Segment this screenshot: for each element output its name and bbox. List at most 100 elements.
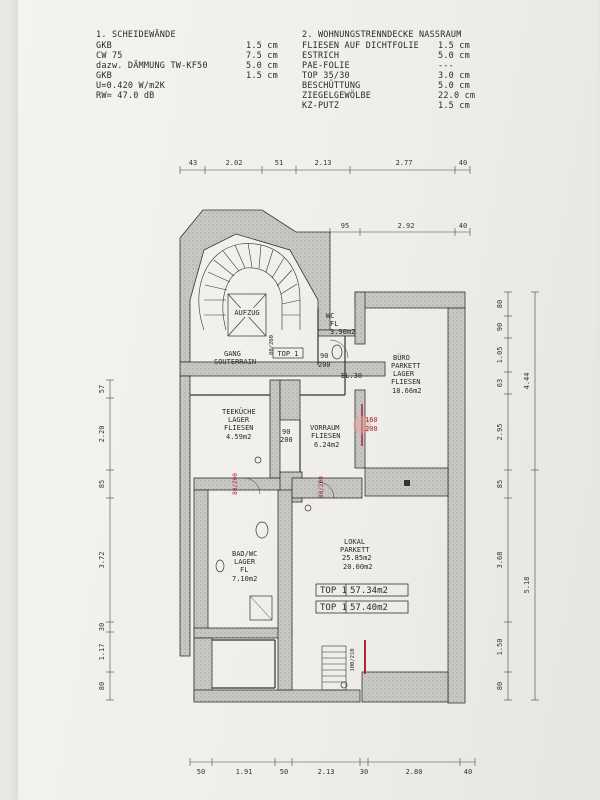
dim-text: 90 bbox=[496, 323, 504, 331]
door-swing bbox=[243, 477, 261, 495]
toilet-icon bbox=[255, 521, 269, 539]
legend-key: CW 75 bbox=[96, 51, 123, 61]
area-total-box bbox=[315, 583, 409, 597]
dim-text: 43 bbox=[189, 159, 197, 167]
legend-key: RW= 47.0 dB bbox=[96, 91, 155, 101]
vent-icon bbox=[304, 504, 312, 512]
legend-key: GKB bbox=[96, 41, 112, 51]
legend-key: dazw. DÄMMUNG TW-KF50 bbox=[96, 61, 208, 71]
dim-text: 40 bbox=[459, 222, 467, 230]
vorraum-label: VORRAUM bbox=[310, 424, 340, 432]
top-tag-box bbox=[272, 347, 304, 359]
gang-sub: SOUTERRAIN bbox=[214, 358, 256, 366]
dim-text: 80 bbox=[98, 682, 106, 690]
legend-key: U=0.420 W/m2K bbox=[96, 81, 166, 91]
door-label: 80/200 bbox=[232, 473, 239, 495]
dim-text: 51 bbox=[275, 159, 283, 167]
dim-text: 1.17 bbox=[98, 644, 106, 661]
legend-value: 5.0 cm bbox=[438, 51, 470, 61]
buero-floor: PARKETT bbox=[391, 362, 421, 370]
buero-label: BÜRO bbox=[393, 353, 410, 362]
legend-value: 1.5 cm bbox=[438, 41, 470, 51]
door-swing bbox=[317, 481, 335, 499]
el-label: EL.30 bbox=[341, 372, 362, 380]
dim-text: 40 bbox=[464, 768, 472, 776]
door-height: 200 bbox=[280, 436, 293, 444]
legend-value: 7.5 cm bbox=[246, 51, 278, 61]
door-width: 90 bbox=[282, 428, 290, 436]
legend-key: KZ-PUTZ bbox=[302, 101, 340, 111]
legend-key: TOP 35/30 bbox=[302, 71, 350, 81]
buero-use: LAGER bbox=[393, 370, 415, 378]
dim-text: 80 bbox=[496, 682, 504, 690]
area-total: TOP 1 57.40m2 bbox=[315, 600, 409, 614]
dim-text: 50 bbox=[280, 768, 288, 776]
dim-text: 2.80 bbox=[406, 768, 423, 776]
dim-text: 2.77 bbox=[396, 159, 413, 167]
dim-text: 95 bbox=[341, 222, 349, 230]
dim-text: 3.72 bbox=[98, 552, 106, 569]
wc-label: WC bbox=[326, 312, 334, 320]
teekueche-floor: FLIESEN bbox=[224, 424, 254, 432]
dim-text: 57 bbox=[98, 385, 106, 393]
teekueche-label: TEEKÜCHE bbox=[222, 407, 256, 416]
door-width: 160 bbox=[365, 416, 378, 424]
door-label: 80/200 bbox=[318, 476, 325, 498]
area-total: TOP 1 57.34m2 bbox=[315, 583, 409, 597]
dim-text: 1.50 bbox=[496, 639, 504, 656]
top-tag: TOP 1 bbox=[277, 350, 298, 358]
bad-label: BAD/WC bbox=[232, 550, 257, 558]
legend-key: ESTRICH bbox=[302, 51, 340, 61]
red-door-marker bbox=[353, 416, 371, 434]
toilet-icon bbox=[331, 344, 343, 360]
door-swing bbox=[329, 339, 349, 359]
legend-key: PAE-FOLIE bbox=[302, 61, 350, 71]
elevator-label: AUFZUG bbox=[234, 309, 259, 317]
dim-text: 1.91 bbox=[236, 768, 253, 776]
dim-text: 85 bbox=[496, 480, 504, 488]
gang-label: GANG bbox=[224, 350, 241, 358]
legend-key: GKB bbox=[96, 71, 112, 81]
teekueche-area: 4.59m2 bbox=[226, 433, 251, 441]
legend-title: 1. SCHEIDEWÄNDE bbox=[96, 30, 176, 40]
walls bbox=[179, 209, 466, 704]
dim-text: 2.13 bbox=[315, 159, 332, 167]
legend-row: U=0.420 W/m2K bbox=[96, 81, 296, 91]
door-width: 90 bbox=[320, 352, 328, 360]
area-total-value: 57.34m2 bbox=[350, 586, 388, 596]
elevator-door-label: 80/200 bbox=[269, 335, 275, 355]
vorraum-area: 6.24m2 bbox=[314, 441, 339, 449]
legend-floor-slab: 2. WOHNUNGSTRENNDECKE NASSRAUM FLIESEN A… bbox=[302, 30, 502, 111]
wc-area: 3.90m2 bbox=[330, 328, 355, 336]
teekueche-use: LAGER bbox=[228, 416, 250, 424]
dim-text: 80 bbox=[496, 300, 504, 308]
dim-text: 2.13 bbox=[318, 768, 335, 776]
partitions bbox=[190, 308, 346, 689]
legend-key: ZIEGELGEWÖLBE bbox=[302, 91, 372, 101]
dim-text: 2.02 bbox=[226, 159, 243, 167]
area-total-value: 57.40m2 bbox=[350, 603, 388, 613]
legend-row: PAE-FOLIE--- bbox=[302, 61, 502, 71]
stair-door-label: 100/210 bbox=[350, 648, 356, 671]
dim-text: 3.68 bbox=[496, 552, 504, 569]
legend-key: BESCHÜTTUNG bbox=[302, 81, 361, 91]
dim-text: 5.18 bbox=[523, 577, 531, 594]
door-height: 200 bbox=[365, 425, 378, 433]
bad-floor: FL bbox=[240, 566, 248, 574]
buero-tiles: FLIESEN bbox=[391, 378, 421, 386]
dim-text: 1.05 bbox=[496, 347, 504, 364]
lokal-area-2: 20.00m2 bbox=[343, 563, 373, 571]
buero-area: 18.66m2 bbox=[392, 387, 422, 395]
area-total-top: TOP 1 bbox=[320, 603, 347, 613]
legend-value: 1.5 cm bbox=[246, 41, 278, 51]
lokal-label: LOKAL bbox=[344, 538, 365, 546]
shower-diagonal bbox=[249, 595, 273, 621]
legend-value: 3.0 cm bbox=[438, 71, 470, 81]
dimension-lines bbox=[106, 166, 539, 766]
